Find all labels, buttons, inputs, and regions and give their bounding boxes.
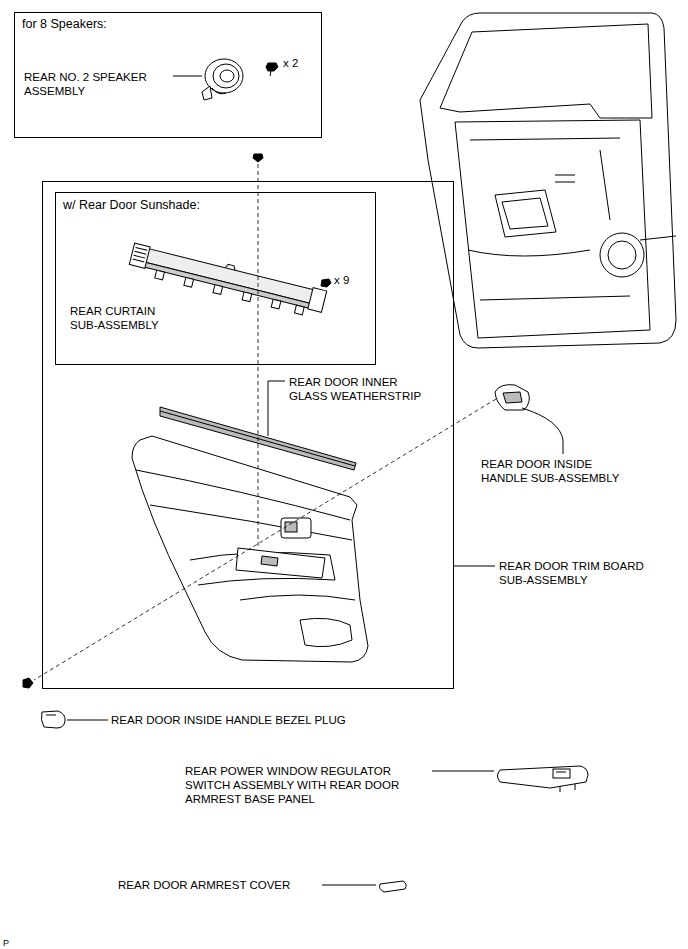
curtain-drawing (135, 246, 323, 306)
door-drawing (502, 198, 548, 229)
armrest-cover-drawing (380, 881, 407, 892)
armrest-cover-drawing (380, 881, 407, 892)
dashed-line (258, 164, 259, 548)
door-drawing (640, 236, 676, 240)
door-drawing (420, 13, 676, 348)
screw-icon (23, 678, 33, 688)
curtain-drawing (242, 292, 252, 302)
leader-line (522, 408, 563, 454)
part-label: REAR DOOR INSIDE HANDLE SUB-ASSEMBLY (481, 457, 626, 485)
option-box: for 8 Speakers: REAR NO. 2 SPEAKER ASSEMB… (14, 12, 322, 138)
trim-board-drawing (150, 505, 352, 540)
part-label: REAR DOOR ARMREST COVER (118, 878, 338, 892)
quantity-label: x 9 (334, 273, 364, 287)
door-drawing (440, 24, 652, 118)
speaker-drawing (202, 86, 212, 100)
door-drawing (468, 250, 630, 300)
dashed-line (34, 399, 496, 680)
screw-icon (266, 63, 278, 71)
trim-board-drawing (136, 470, 350, 520)
trim-board-drawing (236, 548, 325, 578)
curtain-drawing (294, 305, 304, 315)
leader-line (173, 76, 202, 77)
leader-line (432, 771, 494, 772)
curtain-drawing (128, 241, 328, 319)
bezel-plug-drawing (41, 711, 65, 728)
curtain-drawing (225, 264, 236, 270)
dashed-line (34, 164, 496, 680)
door-drawing (455, 120, 650, 338)
inside-handle-drawing (503, 392, 522, 403)
switch-panel-drawing (498, 766, 589, 788)
leader-line (268, 381, 285, 436)
door-drawing (495, 190, 556, 237)
door-drawing (420, 13, 676, 348)
door-drawing (470, 138, 620, 220)
curtain-drawing (133, 247, 148, 262)
switch-panel-drawing (553, 769, 570, 778)
group-heading: for 8 Speakers: (22, 17, 202, 32)
trim-board-drawing (261, 556, 278, 566)
screw-icon (321, 279, 331, 287)
speaker-drawing (220, 70, 234, 82)
curtain-drawing (184, 277, 194, 287)
leader-line (454, 566, 495, 567)
curtain-drawing (308, 288, 327, 313)
inside-handle-drawing (495, 385, 529, 410)
curtain-drawing (133, 260, 319, 311)
screw-icon (270, 71, 271, 76)
bezel-plug-drawing (46, 715, 56, 716)
switch-panel-drawing (560, 784, 575, 792)
part-label: REAR POWER WINDOW REGULATOR SWITCH ASSEM… (185, 764, 425, 806)
assembly-box: REAR DOOR INNER GLASS WEATHERSTRIPREAR D… (42, 181, 454, 689)
part-label: REAR NO. 2 SPEAKER ASSEMBLY (24, 70, 169, 98)
trim-board-drawing (240, 595, 355, 600)
speaker-drawing (212, 88, 226, 94)
group-heading: w/ Rear Door Sunshade: (63, 198, 283, 213)
leader-line (67, 720, 108, 721)
part-label: REAR DOOR TRIM BOARD SUB-ASSEMBLY (499, 559, 659, 587)
switch-panel-drawing (498, 766, 589, 792)
inside-handle-drawing (495, 385, 529, 410)
speaker-drawing (202, 59, 243, 100)
trim-board-drawing (300, 618, 352, 646)
screw-icon (253, 154, 263, 162)
quantity-label: x 2 (283, 56, 313, 70)
option-box: w/ Rear Door Sunshade: REAR CURTAIN SUB-A… (55, 192, 376, 365)
curtain-drawing (271, 299, 281, 309)
curtain-drawing (129, 243, 150, 268)
switch-panel-drawing (556, 772, 566, 773)
curtain-drawing (155, 270, 165, 280)
leader-line (322, 885, 376, 886)
door-drawing (608, 241, 636, 269)
page-mark: P (3, 936, 17, 949)
speaker-drawing (213, 64, 239, 88)
part-label: REAR DOOR INNER GLASS WEATHERSTRIP (289, 375, 433, 403)
bezel-plug-drawing (41, 711, 65, 728)
curtain-drawing (213, 285, 223, 295)
door-drawing (600, 233, 644, 277)
part-label: REAR CURTAIN SUB-ASSEMBLY (70, 304, 180, 332)
part-label: REAR DOOR INSIDE HANDLE BEZEL PLUG (111, 713, 411, 727)
